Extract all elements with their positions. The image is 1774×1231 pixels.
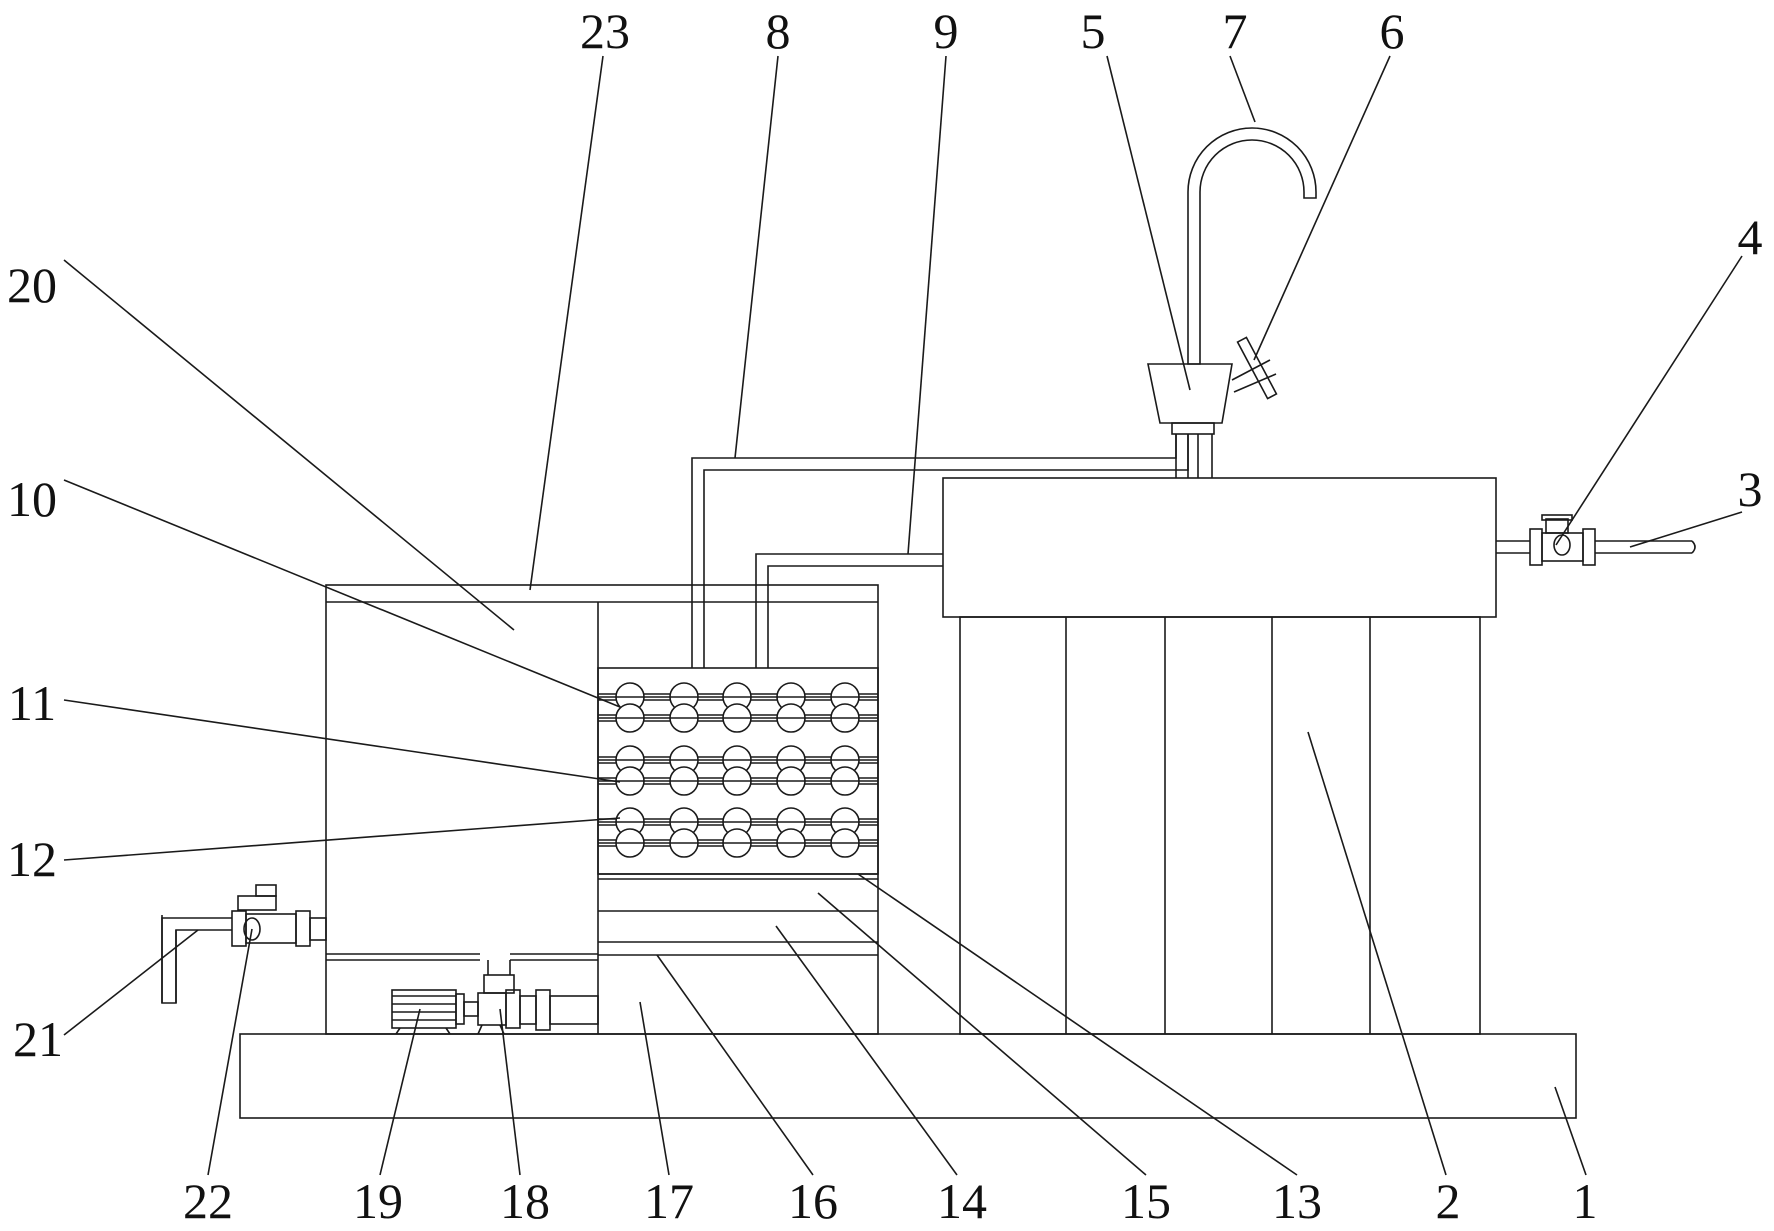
filter-cartridge-housing [959, 616, 1481, 1035]
callout-2: 2 [1436, 1173, 1461, 1229]
faucet-handle [1231, 336, 1278, 400]
callout-1: 1 [1573, 1173, 1598, 1229]
callout-21: 21 [13, 1011, 63, 1067]
coil-row-3 [615, 807, 860, 858]
filter-header-box [942, 477, 1497, 618]
callout-13: 13 [1272, 1173, 1322, 1229]
outlet-valve [231, 884, 327, 947]
faucet-body [1147, 363, 1233, 478]
motor [391, 989, 479, 1035]
coil-plate-stack [597, 667, 879, 875]
lower-trays [598, 873, 878, 956]
callout-6: 6 [1380, 3, 1405, 59]
callout-12: 12 [7, 831, 57, 887]
callout-22: 22 [183, 1173, 233, 1229]
water-tube-8 [691, 434, 1177, 668]
callout-16: 16 [788, 1173, 838, 1229]
inlet-valve [1529, 514, 1596, 566]
callout-11: 11 [8, 675, 56, 731]
callout-4: 4 [1738, 209, 1763, 265]
callout-15: 15 [1121, 1173, 1171, 1229]
callout-20: 20 [7, 257, 57, 313]
callout-17: 17 [644, 1173, 694, 1229]
callout-18: 18 [500, 1173, 550, 1229]
inlet-pipe [1496, 540, 1696, 554]
callout-9: 9 [934, 3, 959, 59]
callout-23: 23 [580, 3, 630, 59]
outlet-pipe [161, 915, 232, 1004]
coil-row-1 [615, 682, 860, 733]
tank [325, 584, 879, 1035]
callout-10: 10 [7, 471, 57, 527]
coil-row-2 [615, 745, 860, 796]
water-tube-9b [767, 565, 943, 668]
callout-3: 3 [1738, 461, 1763, 517]
faucet-spout [1187, 127, 1317, 365]
pump [477, 960, 599, 1035]
leader-lines [63, 55, 1743, 1176]
callout-8: 8 [766, 3, 791, 59]
callout-19: 19 [353, 1173, 403, 1229]
callout-7: 7 [1223, 3, 1248, 59]
water-tube-9 [755, 553, 943, 668]
callout-labels: 23 8 9 5 7 6 4 3 20 10 11 12 21 22 19 18… [7, 3, 1763, 1229]
callout-14: 14 [937, 1173, 987, 1229]
callout-5: 5 [1081, 3, 1106, 59]
water-tube-8b [703, 434, 1189, 668]
base-plate [239, 1033, 1577, 1119]
